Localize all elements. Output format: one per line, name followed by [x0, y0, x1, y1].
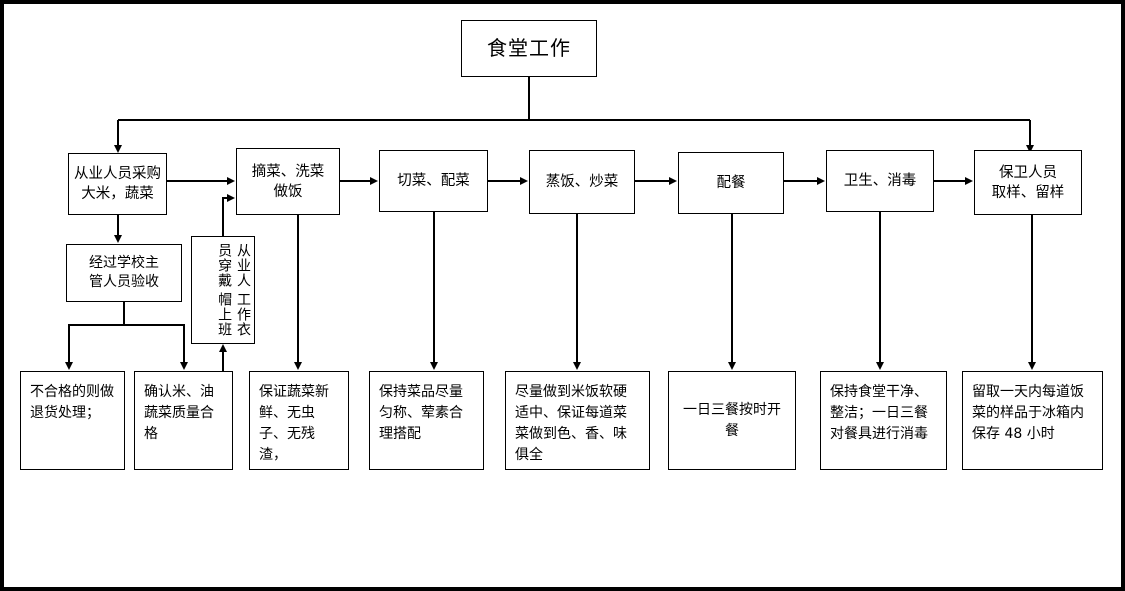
connector-inspection-to-reject	[68, 324, 70, 363]
note-box-schedule-label: 一日三餐按时开餐	[683, 401, 781, 439]
mid-box-uniform: 从业人员穿戴 工作衣帽上班	[191, 236, 255, 344]
connector-bus-to-sampling	[1029, 120, 1031, 146]
mid-box-uniform-label-left: 工作衣帽上班	[216, 292, 251, 337]
connector-bus-to-purchase	[117, 120, 119, 146]
mid-box-inspection-label: 经过学校主 管人员验收	[89, 254, 159, 290]
note-box-balance: 保持菜品尽量匀称、荤素合理搭配	[369, 371, 484, 470]
note-box-balance-label: 保持菜品尽量匀称、荤素合理搭配	[379, 384, 463, 442]
connector-sanitize-to-sampling	[934, 180, 965, 182]
connector-cut-to-cook	[488, 180, 520, 182]
process-box-wash-label: 摘菜、洗菜 做饭	[251, 163, 325, 200]
note-box-quality-label: 确认米、油蔬菜质量合格	[144, 384, 214, 442]
arrow-cut-to-cook	[520, 176, 528, 185]
arrow-purchase-to-wash	[227, 176, 235, 185]
connector-wash-to-cut	[340, 180, 370, 182]
note-box-fresh: 保证蔬菜新鲜、无虫子、无残渣，	[249, 371, 349, 470]
note-box-taste-label: 尽量做到米饭软硬适中、保证每道菜菜做到色、香、味俱全	[515, 384, 627, 463]
arrow-cook-to-note-taste	[572, 362, 581, 370]
process-box-cook-label: 蒸饭、炒菜	[545, 174, 619, 190]
connector-purchase-to-inspection	[117, 215, 119, 236]
arrow-serve-to-sanitize	[817, 176, 825, 185]
arrow-purchase-to-inspection	[113, 235, 122, 243]
connector-uniform-up	[222, 198, 224, 236]
arrow-sampling-to-note-retain	[1027, 362, 1036, 370]
note-box-reject-label: 不合格的则做退货处理；	[30, 384, 114, 421]
process-box-serve: 配餐	[678, 152, 784, 214]
arrow-uniform-to-wash	[227, 193, 235, 202]
connector-cook-to-serve	[635, 180, 669, 182]
arrow-cook-to-serve	[669, 176, 677, 185]
note-box-fresh-label: 保证蔬菜新鲜、无虫子、无残渣，	[259, 384, 329, 463]
process-box-sanitize-label: 卫生、消毒	[843, 173, 917, 189]
process-box-wash: 摘菜、洗菜 做饭	[236, 148, 340, 215]
connector-serve-to-sanitize	[784, 180, 817, 182]
arrow-bus-to-purchase	[113, 145, 122, 153]
mid-box-inspection: 经过学校主 管人员验收	[66, 244, 182, 302]
connector-sampling-to-note-retain	[1031, 215, 1033, 363]
connector-sanitize-to-note-clean	[879, 212, 881, 363]
process-box-cut-label: 切菜、配菜	[397, 173, 470, 189]
connector-cook-to-note-taste	[576, 214, 578, 363]
arrow-sanitize-to-note-clean	[875, 362, 884, 370]
arrow-inspection-to-reject	[64, 362, 73, 370]
arrow-inspection-to-quality	[179, 362, 188, 370]
connector-serve-to-note-schedule	[731, 214, 733, 363]
note-box-schedule: 一日三餐按时开餐	[668, 371, 796, 470]
note-box-taste: 尽量做到米饭软硬适中、保证每道菜菜做到色、香、味俱全	[505, 371, 650, 470]
title-box: 食堂工作	[461, 20, 597, 77]
connector-inspection-stem	[123, 302, 125, 325]
connector-into-uniform-bottom	[222, 352, 224, 374]
arrow-wash-to-cut	[370, 176, 378, 185]
note-box-clean-label: 保持食堂干净、整洁；一日三餐对餐具进行消毒	[830, 384, 928, 442]
note-box-clean: 保持食堂干净、整洁；一日三餐对餐具进行消毒	[820, 371, 947, 470]
connector-distribution-bar	[118, 119, 1030, 121]
arrow-bus-to-sampling	[1025, 145, 1034, 153]
process-box-cook: 蒸饭、炒菜	[529, 150, 635, 214]
process-box-purchase: 从业人员采购 大米，蔬菜	[68, 153, 167, 215]
process-box-sampling: 保卫人员 取样、留样	[974, 150, 1082, 215]
process-box-serve-label: 配餐	[716, 175, 746, 191]
note-box-retain-label: 留取一天内每道饭菜的样品于冰箱内保存 48 小时	[972, 384, 1084, 442]
process-box-sampling-label: 保卫人员 取样、留样	[991, 164, 1065, 201]
connector-inspection-split-bar	[68, 324, 185, 326]
arrow-cut-to-note-balance	[429, 362, 438, 370]
connector-purchase-to-wash	[167, 180, 227, 182]
mid-box-uniform-label-right: 从业人员穿戴	[216, 243, 251, 288]
connector-wash-to-note-fresh	[297, 215, 299, 363]
connector-cut-to-note-balance	[433, 212, 435, 363]
process-box-sanitize: 卫生、消毒	[826, 150, 934, 212]
note-box-retain: 留取一天内每道饭菜的样品于冰箱内保存 48 小时	[962, 371, 1103, 470]
process-box-cut: 切菜、配菜	[379, 150, 488, 212]
title-box-label: 食堂工作	[487, 35, 571, 60]
note-box-quality: 确认米、油蔬菜质量合格	[134, 371, 233, 470]
arrow-wash-to-note-fresh	[293, 362, 302, 370]
arrow-sanitize-to-sampling	[965, 176, 973, 185]
arrow-into-uniform-bottom	[218, 344, 227, 352]
connector-inspection-to-quality	[183, 324, 185, 363]
process-box-purchase-label: 从业人员采购 大米，蔬菜	[74, 166, 161, 202]
connector-title-stem	[528, 77, 530, 120]
note-box-reject: 不合格的则做退货处理；	[20, 371, 125, 470]
arrow-serve-to-note-schedule	[727, 362, 736, 370]
connector-uniform-to-wash	[222, 197, 227, 199]
